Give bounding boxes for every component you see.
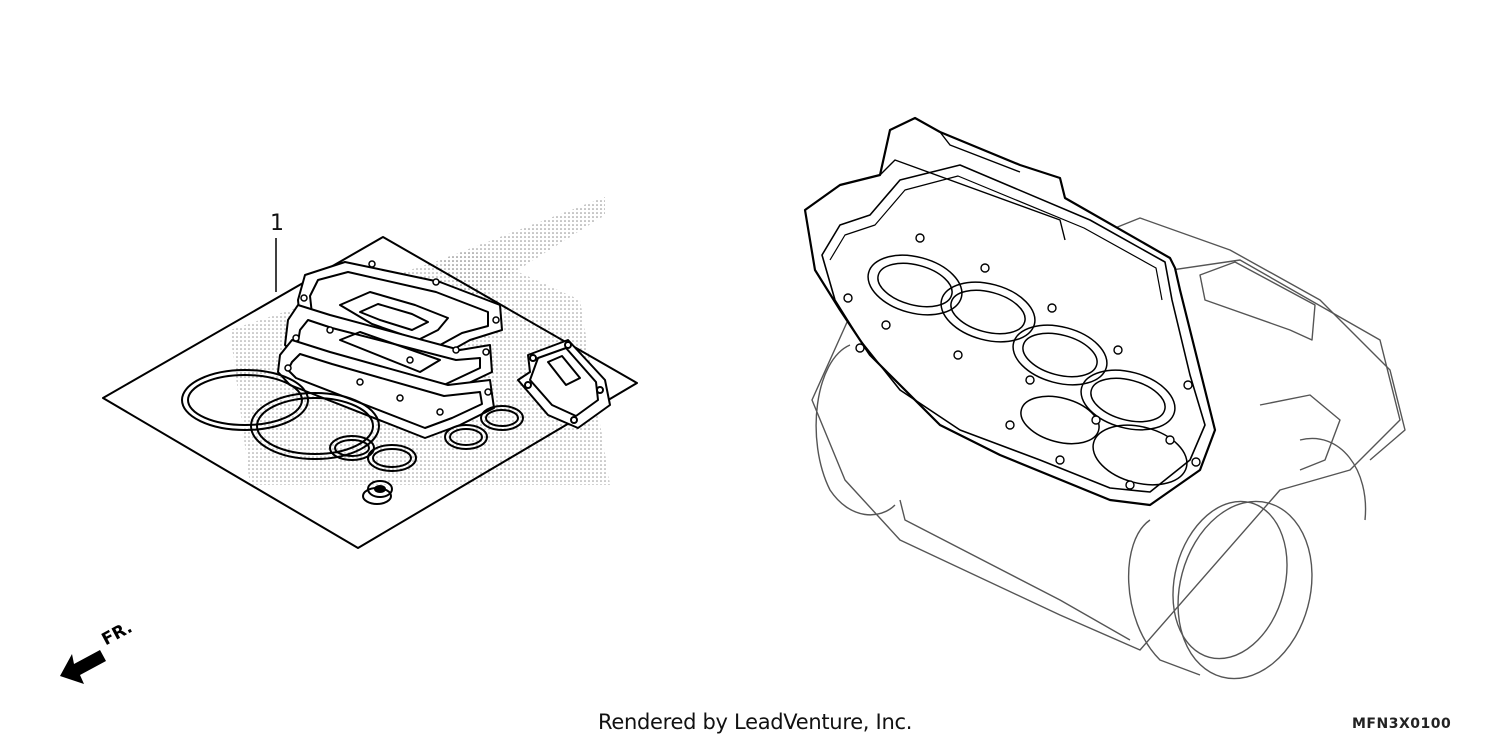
o-ring-large-1 [181, 369, 309, 431]
front-direction-arrow-icon [60, 650, 106, 684]
callout-number-1: 1 [270, 211, 284, 236]
gasket-sheet [102, 236, 638, 549]
o-ring-small-1 [329, 435, 375, 461]
crankcase-cover [1177, 500, 1313, 680]
cylinder-bore-2 [940, 281, 1036, 343]
engine-illustration [811, 217, 1406, 680]
head-gasket [821, 164, 1206, 493]
o-ring-small-4 [480, 405, 524, 431]
cylinder-bore-4 [1080, 369, 1176, 431]
cylinder-bore-1 [867, 254, 963, 316]
gasket-bolt-holes [284, 260, 500, 416]
head-bolt-holes [843, 233, 1201, 490]
cylinder-bore-3 [1012, 324, 1108, 386]
diagram-code: MFN3X0100 [1352, 716, 1452, 732]
rendered-by-credit: Rendered by LeadVenture, Inc. [598, 710, 913, 734]
gasket-kit-illustration[interactable] [102, 197, 638, 549]
o-ring-large-2 [250, 392, 380, 460]
o-ring-small-2 [367, 444, 417, 472]
o-ring-small-3 [444, 424, 488, 450]
cylinder-head-illustration [803, 116, 1217, 507]
